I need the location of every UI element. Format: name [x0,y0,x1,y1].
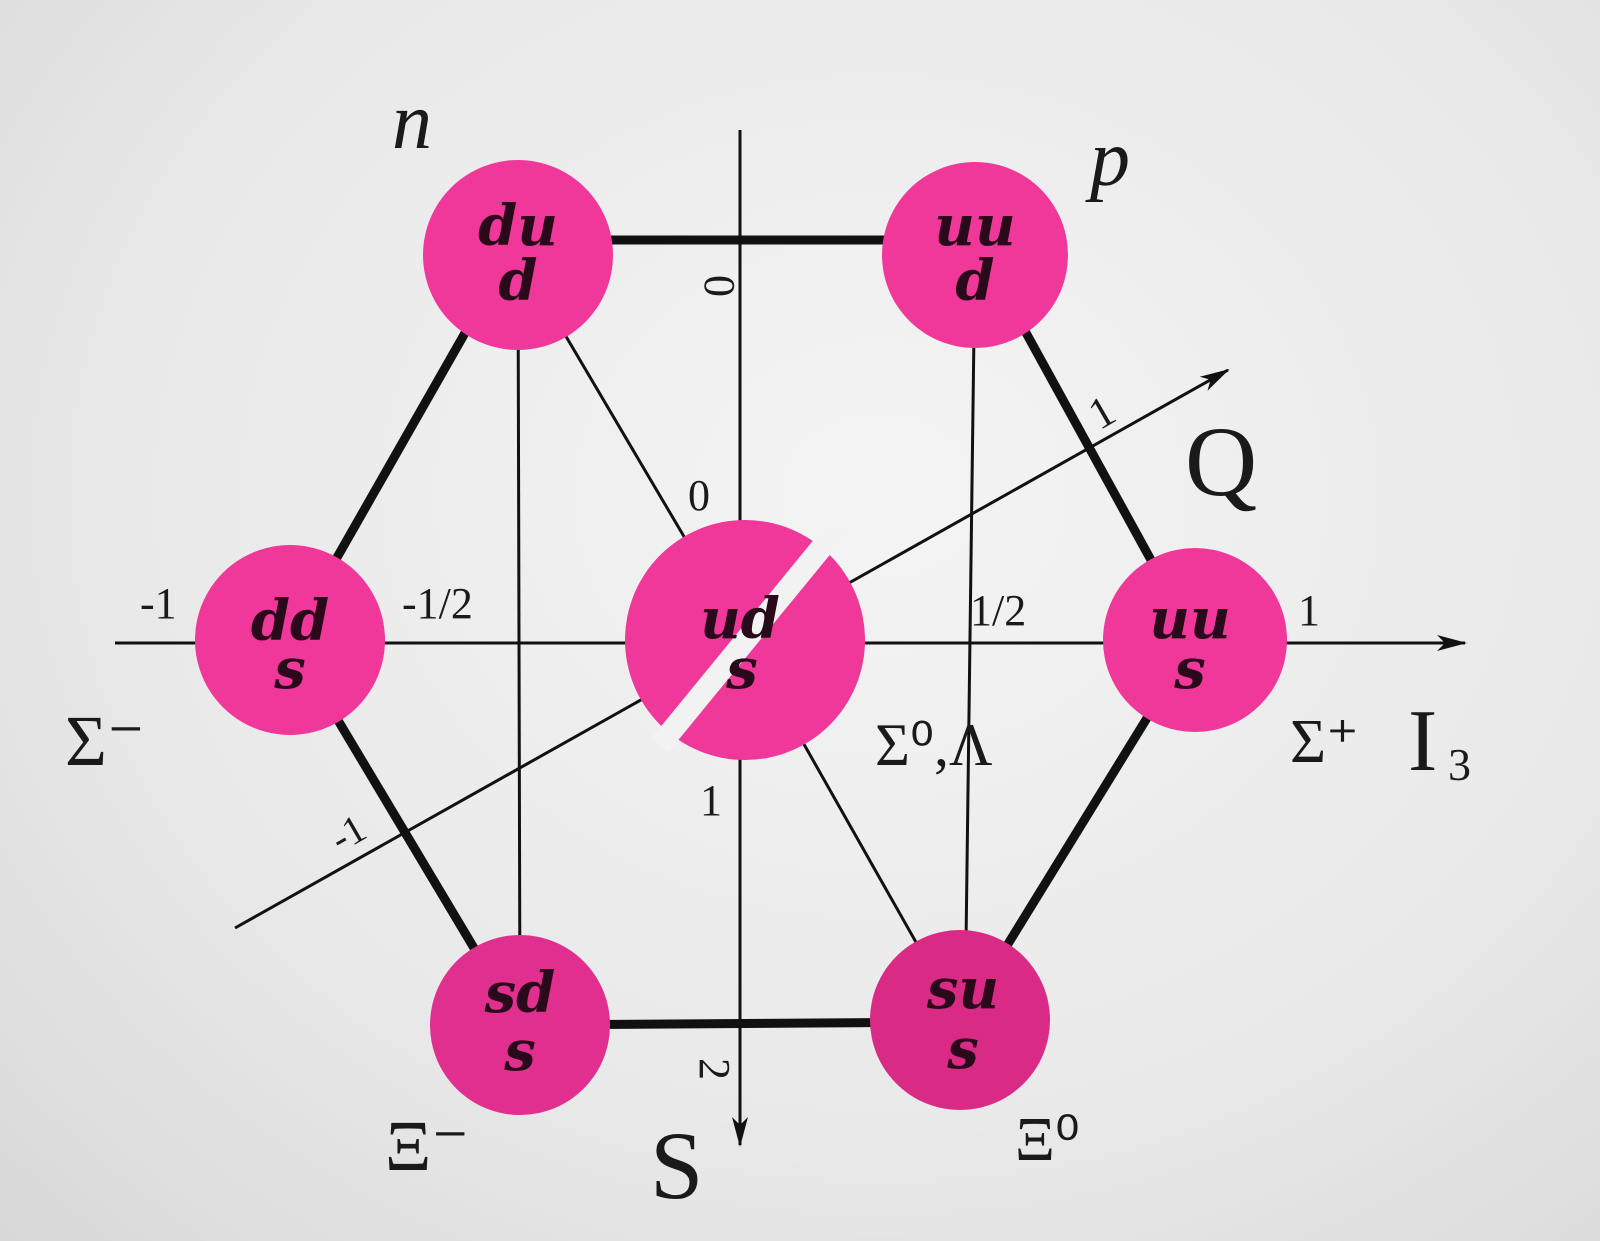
s-tick-2: 2 [690,1058,739,1080]
i3-axis-label: I 3 [1408,693,1471,790]
label-xi-minus: Ξ⁻ [385,1106,469,1186]
label-p: p [1085,115,1130,203]
particle-xi-minus: sd s [430,935,610,1115]
particle-circle [195,545,385,735]
label-sigma-zero-lambda: Σ⁰,Λ [875,712,992,778]
split-slash [651,518,849,752]
particle-circle [870,930,1050,1110]
i3-subscript: 3 [1448,739,1471,790]
particle-circle [882,162,1068,348]
i3-tick-neg-half: -1/2 [402,579,473,628]
i3-half-neg-line [516,254,522,1026]
quark-bottom: s [1173,636,1206,702]
label-sigma-plus: Σ⁺ [1290,708,1359,776]
quark-top: dd [251,588,329,654]
particle-sigma-minus: dd s [195,545,385,735]
quark-bottom: s [503,1018,536,1084]
i3-tick-neg1: -1 [140,579,177,628]
i3-tick-1: 1 [1298,586,1320,635]
particle-circle [1103,548,1287,732]
i3-half-pos-line [963,254,977,1021]
label-n: n [392,78,432,166]
label-sigma-minus: Σ⁻ [65,701,145,781]
particle-circle [423,160,613,350]
s-axis-label: S [650,1112,703,1219]
q-tick-1: 1 [1080,386,1124,439]
quark-bottom: s [946,1016,979,1082]
particle-sigma-zero-lambda: ud s [625,518,865,760]
quark-bottom: s [725,636,758,702]
quark-top: ud [700,586,780,652]
q-axis-label: Q [1185,406,1257,517]
quark-top: uu [1149,586,1230,652]
s-tick-1: 1 [700,776,722,825]
particle-xi-zero: su s [870,930,1050,1110]
quark-top: sd [484,960,556,1026]
quark-top: du [478,193,558,259]
quark-top: uu [934,193,1015,259]
particle-sigma-plus: uu s [1103,548,1287,732]
q-tick-neg1: -1 [322,805,373,861]
i3-tick-half: 1/2 [970,586,1026,635]
particle-circle [430,935,610,1115]
center-tick-0: 0 [688,471,710,520]
label-xi-zero: Ξ⁰ [1015,1106,1080,1174]
particle-n: du d [423,160,613,350]
i3-label: I [1408,693,1437,790]
s-tick-0: 0 [695,275,744,297]
quark-bottom: d [955,248,994,314]
quark-bottom: s [273,636,306,702]
particle-p: uu d [882,162,1068,348]
quark-bottom: d [498,248,537,314]
quark-top: su [926,956,999,1022]
